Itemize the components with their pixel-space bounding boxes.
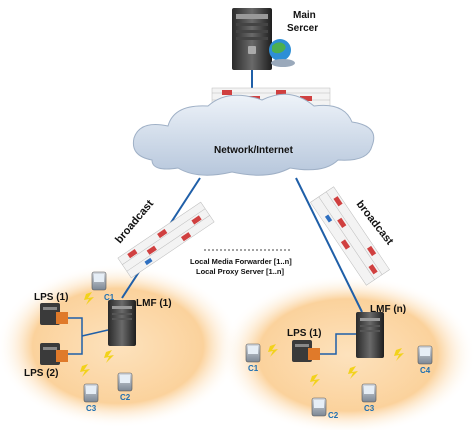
right-zone — [220, 275, 474, 430]
lps1-left-device — [40, 303, 68, 325]
lmf1-server — [108, 300, 136, 346]
right-client-c1-label: C1 — [248, 364, 259, 373]
client-device-icon — [361, 383, 377, 403]
client-device-icon — [117, 372, 133, 392]
wireless-bolt-icon — [80, 292, 114, 377]
packet-strip-right — [310, 186, 390, 286]
main-server — [232, 8, 272, 70]
lmfn-server — [356, 312, 384, 358]
lps2-left-device — [40, 343, 68, 365]
client-device-icon — [83, 383, 99, 403]
lps1-right-device — [292, 340, 320, 362]
link-cloud-lmfn — [295, 177, 363, 313]
cloud-label: Network/Internet — [214, 145, 294, 156]
lps2-left-label: LPS (2) — [24, 368, 58, 379]
internet-cloud — [132, 93, 375, 176]
client-device-icon — [417, 345, 433, 365]
lmf1-label: LMF (1) — [136, 298, 172, 309]
main-server-label-line1: Main — [293, 10, 316, 21]
legend-line2: Local Proxy Server [1..n] — [196, 267, 284, 276]
wireless-bolt-icon — [268, 344, 404, 387]
link-lps-lmf1 — [81, 329, 109, 337]
legend-line1: Local Media Forwarder [1..n] — [190, 257, 292, 266]
lps1-right-label: LPS (1) — [287, 328, 321, 339]
left-client-c3-label: C3 — [86, 404, 97, 413]
globe-icon — [269, 39, 295, 67]
link-lps-lmfn — [320, 333, 356, 355]
lps1-left-label: LPS (1) — [34, 292, 68, 303]
right-client-c2-label: C2 — [328, 411, 339, 420]
right-client-c4-label: C4 — [420, 366, 431, 375]
left-client-c1-label: C1 — [104, 293, 115, 302]
client-device-icon — [311, 397, 327, 417]
main-server-label-line2: Sercer — [287, 23, 318, 34]
client-device-icon — [245, 343, 261, 363]
packet-strip-left — [117, 201, 215, 279]
client-device-icon — [91, 271, 107, 291]
lmfn-label: LMF (n) — [370, 304, 406, 315]
right-client-c3-label: C3 — [364, 404, 375, 413]
left-client-c2-label: C2 — [120, 393, 131, 402]
